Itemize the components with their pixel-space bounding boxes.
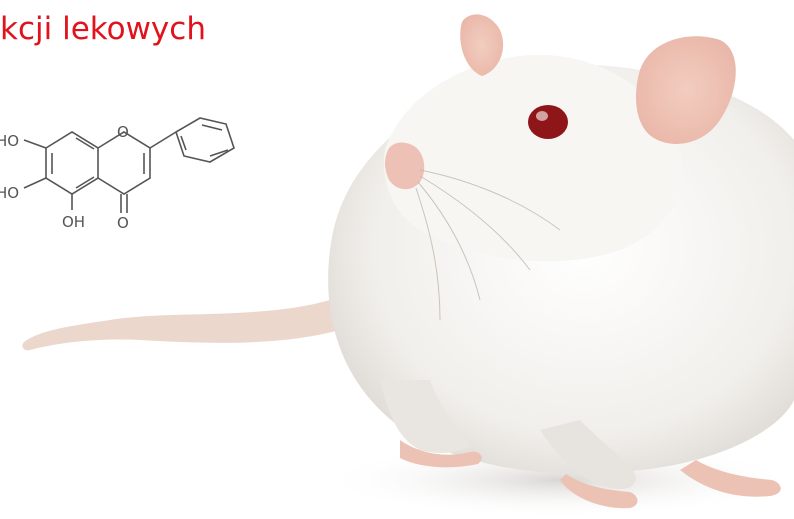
rat-tail bbox=[22, 300, 340, 351]
rat-hind-paw-left bbox=[560, 474, 638, 509]
rat-hind-paw-right bbox=[680, 460, 781, 497]
rat-hind-leg bbox=[540, 420, 636, 490]
slide-title: kcji lekowych bbox=[0, 11, 206, 47]
atom-label-carbonyl-oxygen: O bbox=[117, 214, 129, 232]
rat-front-paw bbox=[400, 440, 482, 468]
atom-label-ho-bottom: HO bbox=[0, 184, 19, 202]
atom-label-oh: OH bbox=[62, 213, 85, 231]
molecule-ring-b bbox=[175, 117, 235, 163]
rat-left-ear bbox=[460, 14, 504, 76]
rat-right-ear bbox=[635, 36, 736, 144]
rat-snout bbox=[385, 142, 425, 190]
rat-head bbox=[384, 54, 683, 262]
atom-label-ring-oxygen: O bbox=[117, 123, 129, 141]
rat-whiskers bbox=[415, 169, 561, 321]
atom-label-ho-top: HO bbox=[0, 132, 19, 150]
molecule-ring-c bbox=[97, 131, 151, 195]
molecule-structure-diagram: HO HO OH O O bbox=[0, 117, 235, 232]
rat-eye bbox=[528, 105, 568, 139]
rat-front-leg bbox=[380, 380, 470, 453]
